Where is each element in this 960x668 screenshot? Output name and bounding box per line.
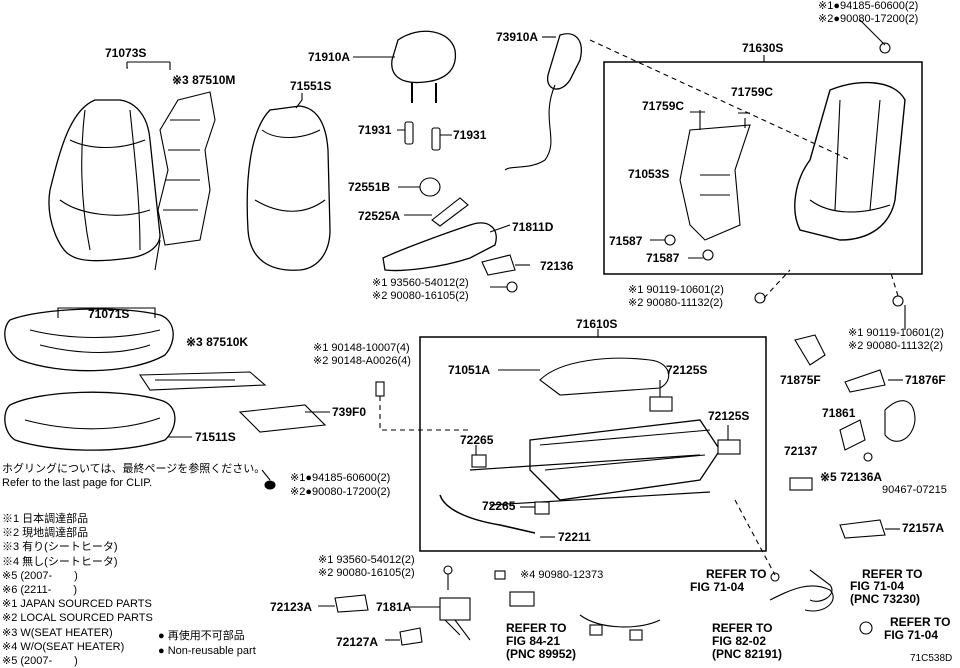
ref-fig-84-21-line1: REFER TO — [506, 621, 567, 635]
clip-note-jp: ホグリングについては、最終ページを参照ください。 — [2, 463, 266, 475]
label-90148-b: ※2 90148-A0026(4) — [313, 355, 411, 367]
footnote: ※4 無し(シートヒータ) — [2, 555, 118, 568]
label-739F0: 739F0 — [332, 405, 367, 419]
label-90080-11132-a: ※2 90080-11132(2) — [628, 297, 724, 309]
label-71876F: 71876F — [905, 373, 946, 387]
footnote: ※4 W/O(SEAT HEATER) — [2, 640, 125, 653]
label-71931-a: 71931 — [358, 123, 392, 137]
ref-fig-84-21-line2: FIG 84-21 — [506, 634, 561, 648]
ref-fig-82-02-line2: FIG 82-02 — [712, 634, 767, 648]
clip-note: ホグリングについては、最終ページを参照ください。 Refer to the la… — [2, 462, 265, 490]
footnotes: ※1 日本調達部品 ※2 現地調達部品 ※3 有り(シートヒータ) ※4 無し(… — [2, 512, 153, 668]
label-72157A: 72157A — [902, 521, 945, 535]
label-71053S: 71053S — [628, 167, 670, 181]
footnote: ※1 日本調達部品 — [2, 513, 89, 525]
label-90080-top: ※2●90080-17200(2) — [818, 13, 919, 25]
legend-jp: ● 再使用不可部品 — [158, 630, 245, 642]
ref-fig-84-21-line3: (PNC 89952) — [506, 647, 577, 661]
label-90148-a: ※1 90148-10007(4) — [313, 342, 410, 354]
figure-code: 71C538D — [910, 653, 953, 664]
footnote: ※3 W(SEAT HEATER) — [2, 626, 113, 639]
legend-en: ● Non-reusable part — [158, 645, 256, 657]
label-72551B: 72551B — [348, 180, 391, 194]
label-93560-a: ※1 93560-54012(2) — [372, 277, 469, 289]
label-72127A: 72127A — [336, 635, 379, 649]
footnote: ※2 現地調達部品 — [2, 527, 89, 540]
label-72265-b: 72265 — [482, 499, 516, 513]
label-71051A: 71051A — [448, 363, 491, 377]
label-71610S: 71610S — [576, 317, 618, 331]
ref-fig-71-04-a-line2: FIG 71-04 — [690, 580, 745, 594]
label-90119-b: ※1 90119-10601(2) — [848, 327, 944, 339]
label-90080-11132-b: ※2 90080-11132(2) — [848, 340, 944, 352]
label-71073S: 71073S — [105, 46, 147, 60]
ref-fig-71-04-c-line2: FIG 71-04 — [884, 628, 939, 642]
footnote: ※2 LOCAL SOURCED PARTS — [2, 612, 153, 625]
label-90119-a: ※1 90119-10601(2) — [628, 284, 724, 296]
label-72125S-b: 72125S — [708, 409, 750, 423]
footnote: ※5 (2007- ) — [2, 569, 78, 582]
label-71071S: 71071S — [88, 307, 130, 321]
footnote: ※6 (2211- ) — [2, 584, 78, 597]
label-72265-a: 72265 — [460, 433, 494, 447]
label-87510K: ※3 87510K — [186, 335, 249, 349]
label-7181A: 7181A — [376, 600, 412, 614]
label-72525A: 72525A — [358, 209, 401, 223]
label-93560-b: ※1 93560-54012(2) — [318, 554, 415, 566]
label-94185-top: ※1●94185-60600(2) — [818, 0, 919, 12]
label-71759C-b: 71759C — [731, 85, 774, 99]
ref-fig-82-02-line3: (PNC 82191) — [712, 647, 783, 661]
footnote: ※1 JAPAN SOURCED PARTS — [2, 598, 152, 611]
label-72136: 72136 — [540, 259, 574, 273]
label-72137: 72137 — [784, 444, 818, 458]
label-94185-b: ※1●94185-60600(2) — [290, 472, 391, 484]
label-71875F: 71875F — [780, 373, 821, 387]
label-73910A: 73910A — [496, 30, 539, 44]
label-90080-17200-b: ※2●90080-17200(2) — [290, 486, 391, 498]
label-71910A: 71910A — [308, 50, 351, 64]
label-71811D: 71811D — [512, 220, 554, 234]
label-71861: 71861 — [822, 406, 856, 420]
label-90080-a: ※2 90080-16105(2) — [372, 290, 469, 302]
label-71587-a: 71587 — [609, 234, 643, 248]
ref-fig-82-02-line1: REFER TO — [712, 621, 773, 635]
ref-fig-71-04-b-line3: (PNC 73230) — [850, 592, 921, 606]
ref-fig-71-04-a-line1: REFER TO — [706, 567, 767, 581]
label-71551S: 71551S — [290, 79, 332, 93]
label-71630S: 71630S — [742, 41, 784, 55]
label-72125S-a: 72125S — [666, 363, 708, 377]
footnote: ※3 有り(シートヒータ) — [2, 541, 118, 554]
label-72123A: 72123A — [270, 600, 313, 614]
ref-fig-71-04-c-line1: REFER TO — [890, 615, 951, 629]
label-72211: 72211 — [558, 530, 591, 544]
clip-note-en: Refer to the last page for CLIP. — [2, 477, 153, 489]
label-90080-16105-b: ※2 90080-16105(2) — [318, 567, 415, 579]
ref-fig-71-04-b-line2: FIG 71-04 — [850, 579, 905, 593]
label-71931-b: 71931 — [453, 128, 487, 142]
label-90467: 90467-07215 — [882, 484, 947, 496]
ref-fig-71-04-b-line1: REFER TO — [862, 567, 923, 581]
label-72136A: ※5 72136A — [820, 470, 883, 484]
label-90980: ※4 90980-12373 — [520, 569, 604, 581]
label-71511S: 71511S — [195, 430, 236, 444]
label-71759C-a: 71759C — [642, 99, 685, 113]
label-87510M: ※3 87510M — [172, 73, 236, 87]
label-71587-b: 71587 — [646, 251, 680, 265]
footnote: ※5 (2007- ) — [2, 655, 78, 668]
